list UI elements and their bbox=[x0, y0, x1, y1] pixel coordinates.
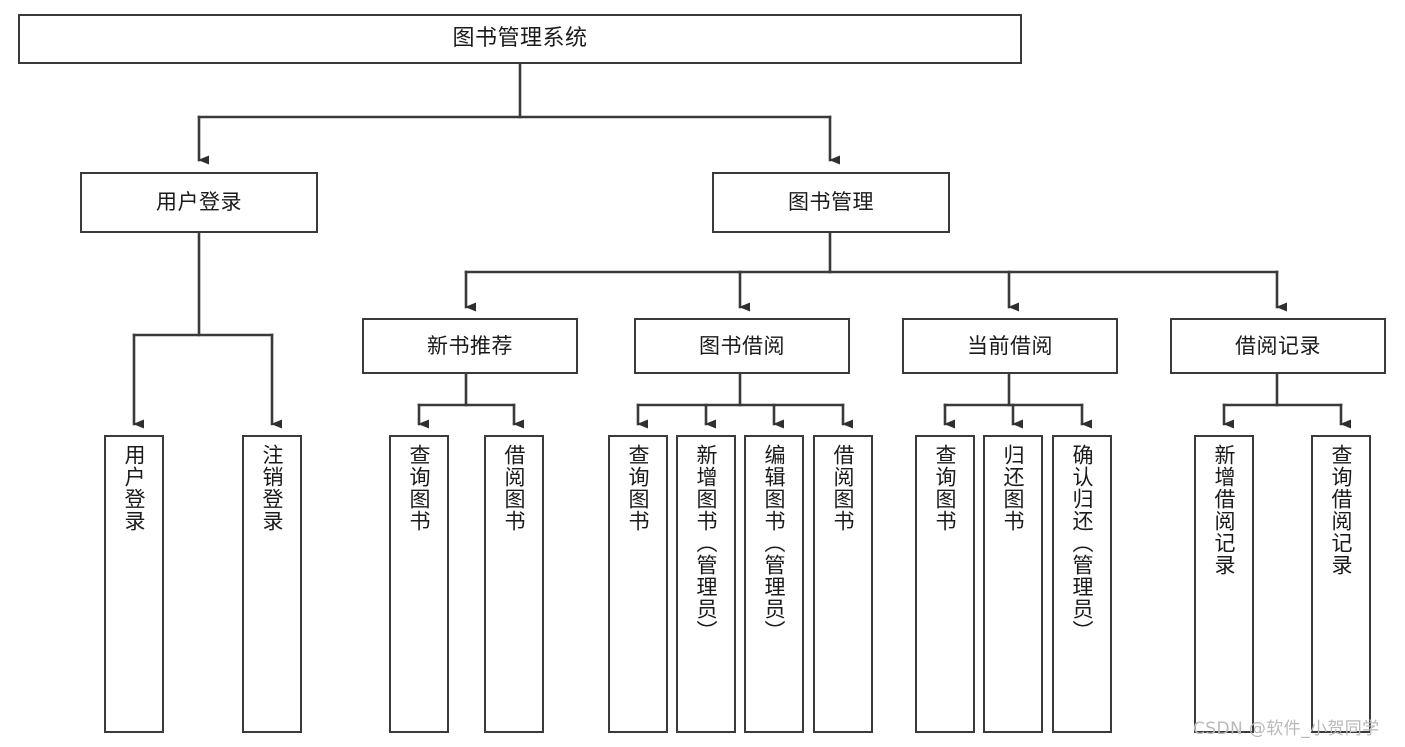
node-label: 确认归还（管理员） bbox=[1070, 444, 1095, 642]
node-book-borrow[interactable]: 图书借阅 bbox=[634, 318, 850, 374]
node-label: 借阅记录 bbox=[1235, 333, 1321, 358]
node-leaf-query-borrow-record[interactable]: 查询借阅记录 bbox=[1311, 435, 1371, 733]
node-label: 编辑图书（管理员） bbox=[762, 444, 787, 642]
node-leaf-query-book-recommend[interactable]: 查询图书 bbox=[389, 435, 449, 733]
node-leaf-query-book-borrow[interactable]: 查询图书 bbox=[608, 435, 668, 733]
node-leaf-return-book[interactable]: 归还图书 bbox=[983, 435, 1043, 733]
node-borrow-record[interactable]: 借阅记录 bbox=[1170, 318, 1386, 374]
node-leaf-query-book-current[interactable]: 查询图书 bbox=[915, 435, 975, 733]
node-label: 图书借阅 bbox=[699, 333, 785, 358]
node-leaf-add-borrow-record[interactable]: 新增借阅记录 bbox=[1194, 435, 1254, 733]
node-label: 查询图书 bbox=[626, 444, 651, 532]
node-leaf-user-login[interactable]: 用户登录 bbox=[104, 435, 164, 733]
node-label: 查询图书 bbox=[933, 444, 958, 532]
node-label: 查询图书 bbox=[407, 444, 432, 532]
node-label: 借阅图书 bbox=[831, 444, 856, 532]
node-new-book-recommend[interactable]: 新书推荐 bbox=[362, 318, 578, 374]
node-leaf-edit-book[interactable]: 编辑图书（管理员） bbox=[744, 435, 804, 733]
node-root-book-management-system[interactable]: 图书管理系统 bbox=[18, 14, 1022, 64]
node-label: 图书管理系统 bbox=[452, 26, 588, 52]
node-leaf-borrow-book[interactable]: 借阅图书 bbox=[813, 435, 873, 733]
node-label: 当前借阅 bbox=[967, 333, 1053, 358]
node-label: 注销登录 bbox=[260, 444, 285, 532]
node-leaf-add-book[interactable]: 新增图书（管理员） bbox=[676, 435, 736, 733]
node-label: 借阅图书 bbox=[502, 444, 527, 532]
node-label: 归还图书 bbox=[1001, 444, 1026, 532]
node-label: 新增借阅记录 bbox=[1212, 444, 1237, 576]
node-label: 图书管理 bbox=[788, 190, 874, 215]
node-user-login[interactable]: 用户登录 bbox=[80, 172, 318, 233]
node-label: 用户登录 bbox=[122, 444, 147, 532]
node-leaf-borrow-book-recommend[interactable]: 借阅图书 bbox=[484, 435, 544, 733]
node-leaf-confirm-return[interactable]: 确认归还（管理员） bbox=[1052, 435, 1112, 733]
node-label: 新增图书（管理员） bbox=[694, 444, 719, 642]
node-current-borrow[interactable]: 当前借阅 bbox=[902, 318, 1118, 374]
node-label: 查询借阅记录 bbox=[1329, 444, 1354, 576]
node-label: 用户登录 bbox=[156, 190, 242, 215]
node-label: 新书推荐 bbox=[427, 333, 513, 358]
node-leaf-user-logout[interactable]: 注销登录 bbox=[242, 435, 302, 733]
node-book-management[interactable]: 图书管理 bbox=[712, 172, 950, 233]
